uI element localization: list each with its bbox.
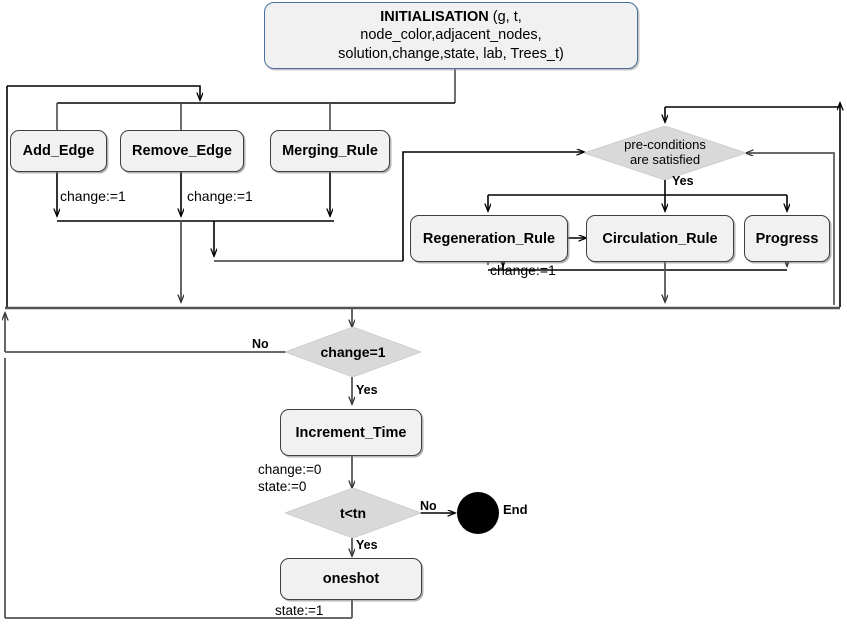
edge-label-change-assign-0: change:=0 xyxy=(258,462,322,477)
initialisation-line-2: node_color,adjacent_nodes, xyxy=(360,27,542,44)
t-less-than-tn-decision[interactable]: t<tn xyxy=(285,488,421,538)
remove-edge-box[interactable]: Remove_Edge xyxy=(120,130,244,172)
initialisation-box[interactable]: INITIALISATION (g, t, node_color,adjacen… xyxy=(264,2,638,69)
edge-label-state-assign-0: state:=0 xyxy=(258,479,307,494)
merging-rule-box[interactable]: Merging_Rule xyxy=(270,130,390,172)
edge-label-no-ttn: No xyxy=(420,499,437,513)
add-edge-box[interactable]: Add_Edge xyxy=(10,130,107,172)
regeneration-rule-box[interactable]: Regeneration_Rule xyxy=(410,215,568,262)
edge-label-yes-ttn: Yes xyxy=(356,538,378,552)
edge-label-change-assign-1-a: change:=1 xyxy=(60,188,126,204)
initialisation-title: INITIALISATION xyxy=(380,9,489,26)
edge-label-state-assign-1: state:=1 xyxy=(275,603,324,618)
diamond-shape xyxy=(584,126,746,180)
initialisation-params-1: (g, t, xyxy=(488,9,522,26)
diamond-shape xyxy=(285,327,421,377)
change-equals-1-decision[interactable]: change=1 xyxy=(285,327,421,377)
preconditions-label-2: are satisfied xyxy=(629,152,701,167)
edge-label-change-assign-1-c: change:=1 xyxy=(490,262,556,278)
end-label: End xyxy=(503,502,528,517)
preconditions-label-1: pre-conditions xyxy=(624,137,706,153)
edge-label-yes-preconditions: Yes xyxy=(672,174,694,188)
edge-label-yes-change: Yes xyxy=(356,383,378,397)
progress-box[interactable]: Progress xyxy=(744,215,830,262)
increment-time-box[interactable]: Increment_Time xyxy=(280,409,422,456)
diamond-shape xyxy=(285,488,421,538)
end-node[interactable] xyxy=(457,492,499,534)
initialisation-line-3: solution,change,state, lab, Trees_t) xyxy=(338,45,564,62)
circulation-rule-box[interactable]: Circulation_Rule xyxy=(586,215,734,262)
preconditions-decision[interactable]: pre-conditions are satisfied xyxy=(584,126,746,180)
initialisation-line-1: INITIALISATION (g, t, xyxy=(380,8,522,26)
t-less-than-tn-label: t<tn xyxy=(339,504,367,521)
edge-label-change-assign-1-b: change:=1 xyxy=(187,188,253,204)
oneshot-box[interactable]: oneshot xyxy=(280,558,422,600)
change-equals-1-label: change=1 xyxy=(320,343,386,360)
edge-label-no-change: No xyxy=(252,337,269,351)
